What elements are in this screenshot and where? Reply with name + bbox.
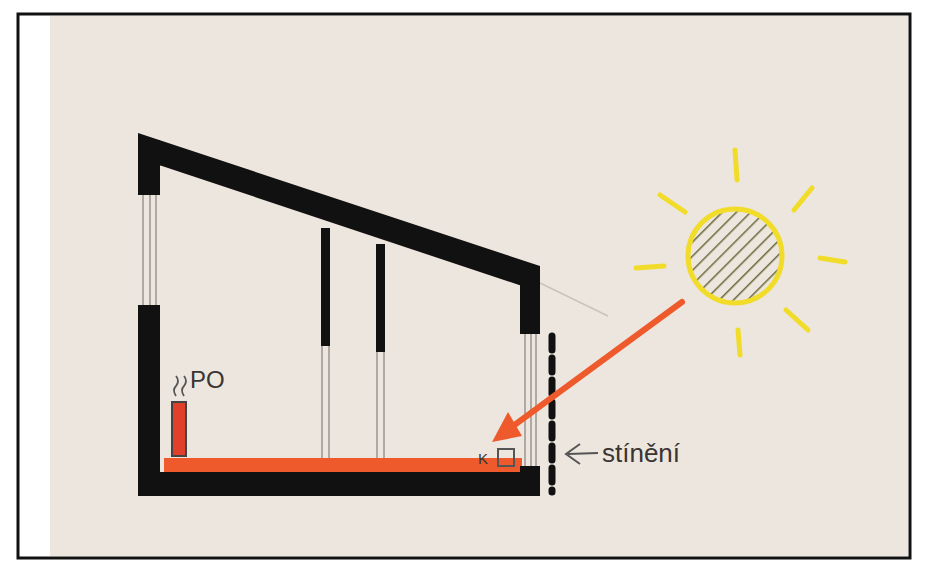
convector-label: K (478, 451, 488, 466)
shading-label: stínění (602, 440, 680, 466)
radiator-label: PO (190, 368, 225, 392)
